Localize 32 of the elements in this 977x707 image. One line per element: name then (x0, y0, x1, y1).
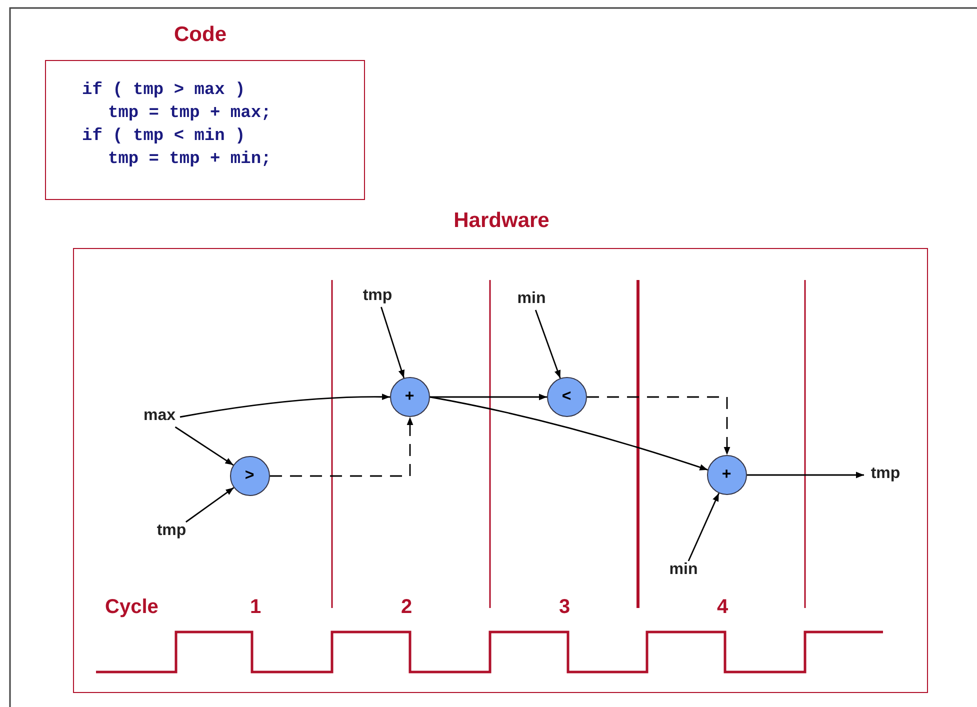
signal-label: tmp (864, 464, 908, 484)
arrow (688, 492, 720, 562)
arrow (430, 396, 708, 470)
cycle-number: 1 (250, 596, 262, 619)
arrow (587, 396, 730, 455)
panel-title: Code (174, 23, 226, 47)
code-line: tmp = tmp + max; (108, 103, 272, 125)
signal-label: min (512, 290, 552, 310)
arrow (430, 394, 547, 400)
signal-label: tmp (152, 522, 192, 542)
signal-label: max (140, 406, 180, 426)
cycle-number: 3 (559, 596, 570, 619)
arrow (180, 394, 390, 418)
arrow (534, 310, 561, 378)
cycle-number: 4 (717, 596, 728, 619)
operator-circle: + (390, 376, 430, 416)
arrow (747, 472, 864, 478)
arrow (270, 417, 414, 477)
code-line: if ( tmp < min ) (82, 126, 246, 148)
operator-circle: + (706, 454, 746, 494)
signal-label: min (664, 560, 704, 580)
operator-circle: > (230, 456, 270, 496)
axis-label: Cycle (105, 596, 158, 619)
panel-title: Hardware (452, 209, 550, 233)
cycle-number: 2 (401, 596, 412, 619)
arrow (186, 487, 234, 523)
arrow (380, 306, 405, 378)
operator-circle: < (546, 376, 586, 416)
signal-label: tmp (358, 286, 398, 306)
code-line: tmp = tmp + min; (108, 149, 272, 171)
arrow (174, 426, 234, 466)
code-line: if ( tmp > max ) (82, 80, 246, 102)
